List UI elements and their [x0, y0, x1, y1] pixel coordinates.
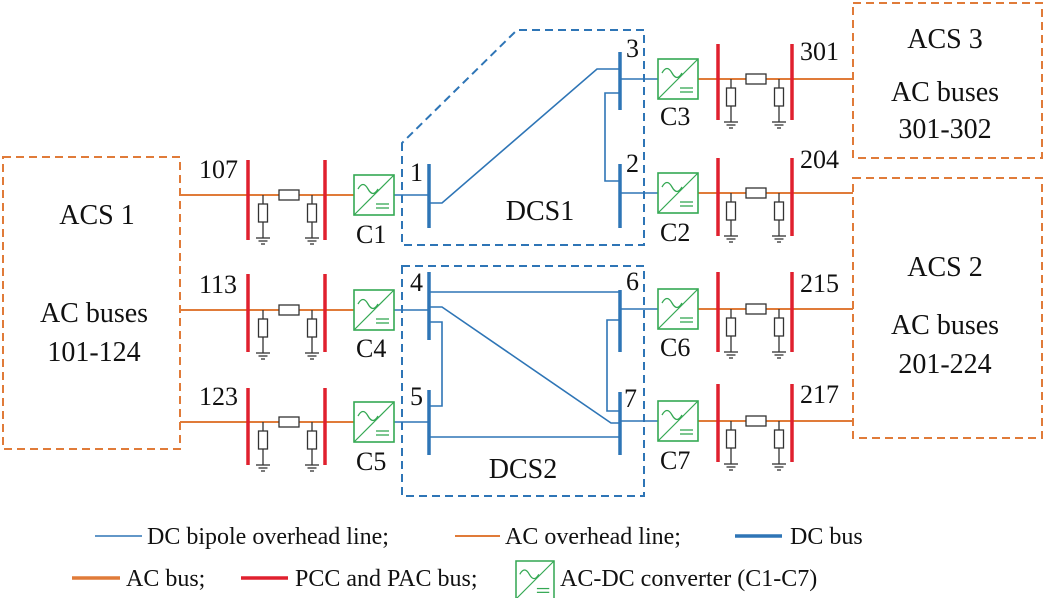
converter-label-c2: C2 [660, 218, 690, 247]
dc-bus-label-5: 5 [410, 382, 423, 411]
ac-bus-label-123: 123 [199, 382, 238, 411]
dc-line-4-5 [429, 321, 443, 407]
legend-converter-label: AC-DC converter (C1-C7) [560, 566, 817, 592]
ac-bus-label-113: 113 [199, 270, 237, 299]
dcs2-title: DCS2 [489, 454, 557, 485]
ac-feeder-301 [620, 44, 853, 128]
dc-line-3-2 [604, 92, 620, 182]
ac-feeder-215 [620, 272, 853, 358]
dc-bus-label-1: 1 [410, 158, 423, 187]
dcs1-region-box [401, 29, 645, 246]
ac-bus-label-301: 301 [800, 37, 839, 66]
acs1-title: ACS 1 [59, 200, 134, 231]
ac-feeder-113 [180, 274, 429, 359]
legend-dc-bus-label: DC bus [790, 524, 863, 550]
acs3-title: ACS 3 [907, 24, 982, 55]
acs1-sub2: 101-124 [47, 337, 140, 368]
ac-feeder-204 [620, 158, 853, 242]
acs3-region-box [852, 2, 1043, 159]
legend-pcc-bus-label: PCC and PAC bus; [295, 566, 478, 592]
dc-line-4-7 [429, 306, 620, 424]
ac-feeder-123 [180, 388, 429, 471]
dc-bus-label-2: 2 [626, 149, 639, 178]
converter-label-c7: C7 [660, 446, 690, 475]
dc-line-6-7 [606, 319, 620, 412]
legend: DC bipole overhead line; AC overhead lin… [72, 524, 863, 598]
legend-converter-icon [515, 560, 555, 598]
dc-lines [429, 68, 620, 438]
ac-bus-label-217: 217 [800, 380, 839, 409]
legend-ac-bus-label: AC bus; [126, 566, 205, 592]
converter-label-c4: C4 [356, 334, 386, 363]
ac-bus-label-107: 107 [199, 155, 238, 184]
acs2-sub2: 201-224 [898, 349, 991, 380]
acs2-region-box [852, 177, 1043, 439]
legend-ac-line-label: AC overhead line; [505, 524, 681, 550]
dcs2-region-box [401, 265, 645, 497]
dc-bus-label-4: 4 [410, 268, 423, 297]
ac-feeder-107 [180, 160, 429, 244]
converter-label-c1: C1 [356, 220, 386, 249]
acs2-title: ACS 2 [907, 252, 982, 283]
acs2-sub1: AC buses [891, 310, 999, 341]
dc-bus-label-6: 6 [626, 267, 639, 296]
acs3-sub2: 301-302 [898, 114, 991, 145]
dcs1-title: DCS1 [506, 196, 574, 227]
dc-bus-label-3: 3 [626, 34, 639, 63]
converter-label-c3: C3 [660, 102, 690, 131]
acs3-sub1: AC buses [891, 77, 999, 108]
legend-dc-line-label: DC bipole overhead line; [147, 524, 389, 550]
dc-buses [427, 52, 622, 455]
acs1-sub1: AC buses [40, 298, 148, 329]
dc-bus-label-7: 7 [624, 384, 637, 413]
ac-bus-label-204: 204 [800, 145, 839, 174]
dc-line-1-3 [429, 68, 620, 204]
converter-label-c6: C6 [660, 333, 690, 362]
ac-bus-label-215: 215 [800, 269, 839, 298]
ac-feeder-217 [620, 384, 853, 470]
converter-label-c5: C5 [356, 447, 386, 476]
